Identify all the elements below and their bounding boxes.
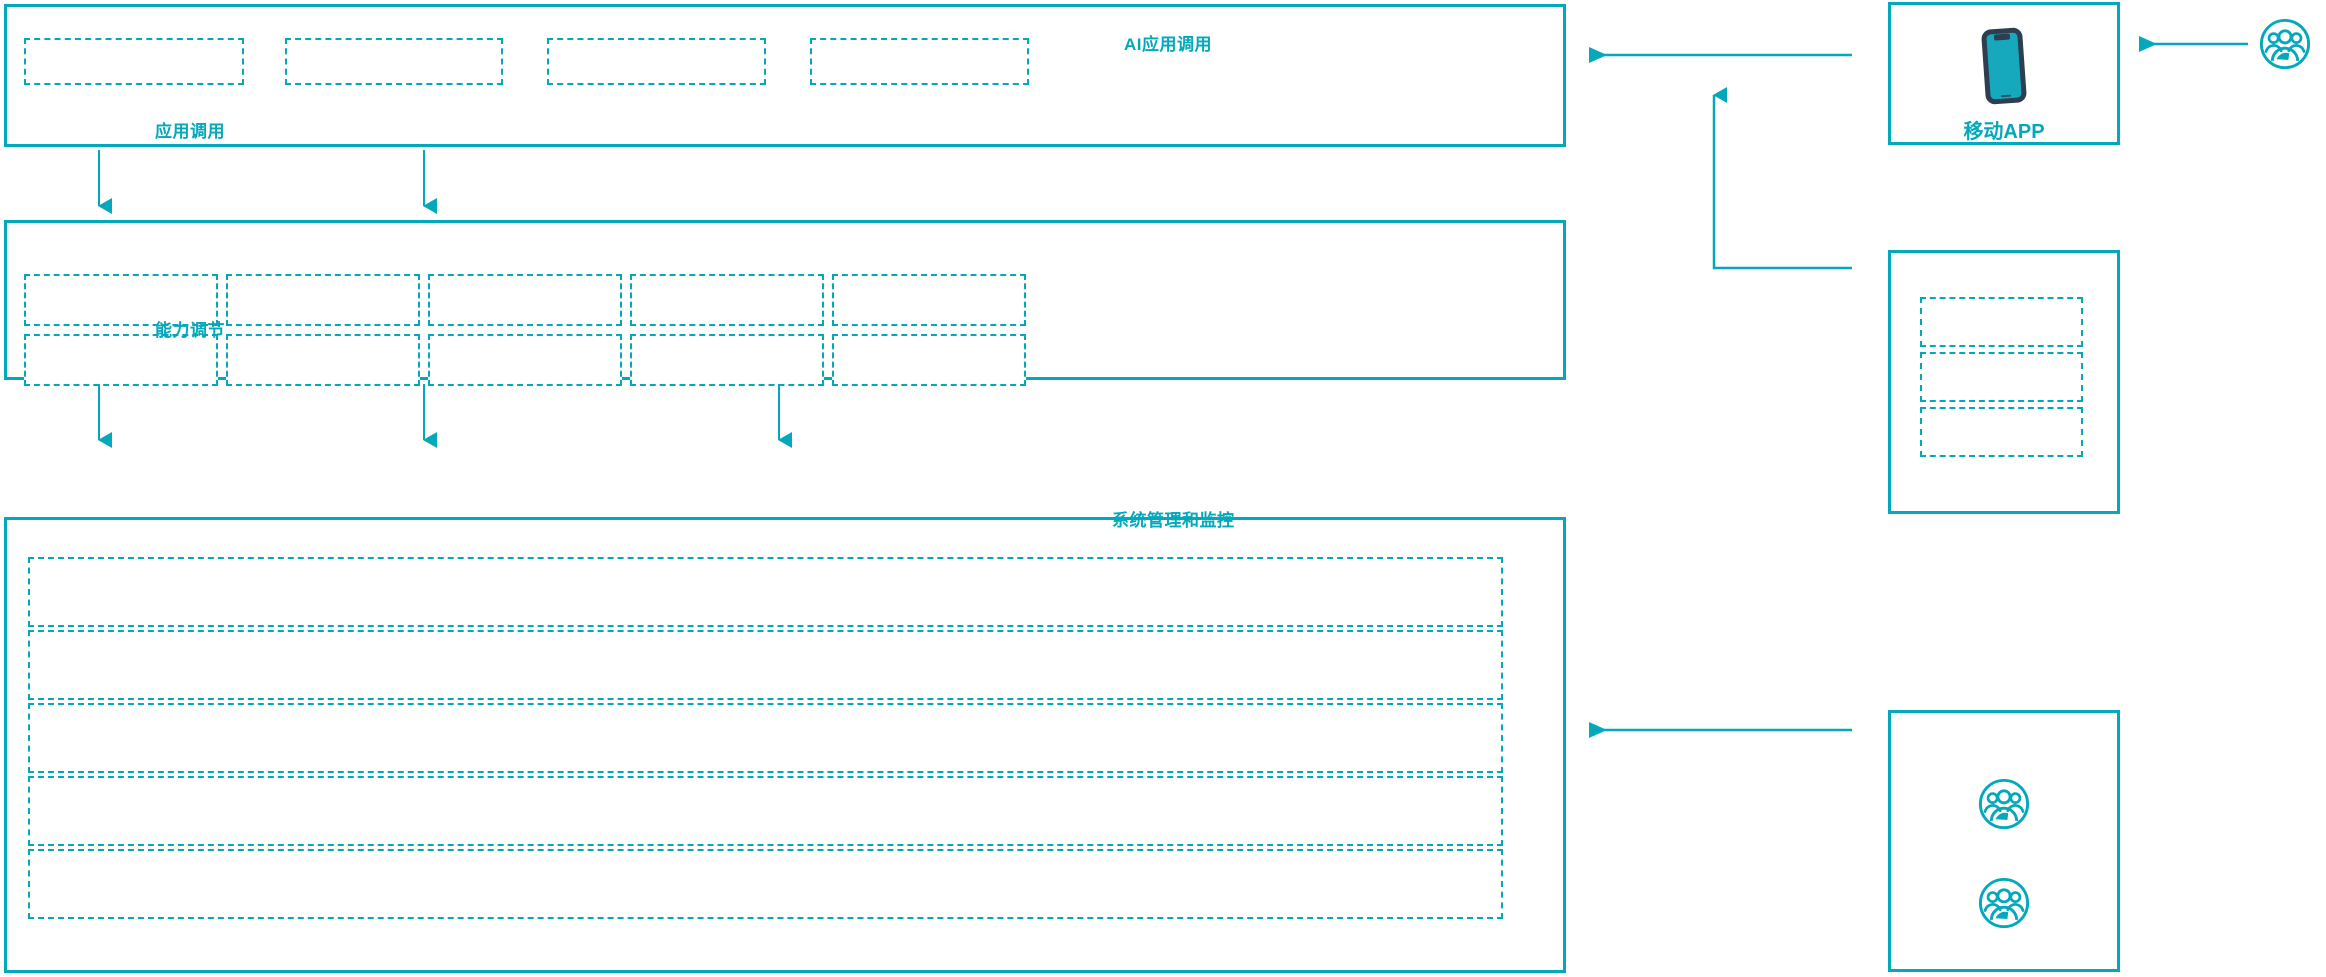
smartphone-icon	[1978, 27, 2030, 110]
capability-slot-6[interactable]	[24, 334, 218, 386]
connector-label-system-admin-monitor: 系统管理和监控	[1112, 511, 1235, 530]
connector-label-ai-app-invoke: AI应用调用	[1124, 35, 1212, 54]
application-slot-4[interactable]	[810, 38, 1029, 85]
capability-slot-4[interactable]	[630, 274, 824, 326]
capability-slot-5[interactable]	[832, 274, 1026, 326]
platform-row-4[interactable]	[28, 776, 1503, 846]
capability-slot-8[interactable]	[428, 334, 622, 386]
capability-slot-10[interactable]	[832, 334, 1026, 386]
mobile-app-caption: 移动APP	[1963, 121, 2045, 143]
user-group-icon	[2258, 17, 2312, 76]
operators-box	[1888, 710, 2120, 972]
application-slot-3[interactable]	[547, 38, 766, 85]
platform-row-2[interactable]	[28, 630, 1503, 700]
platform-row-5[interactable]	[28, 849, 1503, 919]
arrow-up-icon	[1712, 87, 1852, 270]
user-group-icon	[1977, 876, 2031, 935]
capability-slot-7[interactable]	[226, 334, 420, 386]
capability-slot-2[interactable]	[226, 274, 420, 326]
capability-slot-3[interactable]	[428, 274, 622, 326]
application-slot-1[interactable]	[24, 38, 244, 85]
connector-label-ability-adjust: 能力调节	[155, 321, 225, 340]
capability-slot-9[interactable]	[630, 334, 824, 386]
application-layer-panel	[4, 4, 1566, 147]
system-slot-1[interactable]	[1920, 297, 2083, 347]
platform-row-1[interactable]	[28, 557, 1503, 627]
connector-label-app-invoke: 应用调用	[155, 122, 225, 141]
capability-slot-1[interactable]	[24, 274, 218, 326]
user-group-icon	[1977, 777, 2031, 836]
system-slot-3[interactable]	[1920, 407, 2083, 457]
system-slot-2[interactable]	[1920, 352, 2083, 402]
application-slot-2[interactable]	[285, 38, 503, 85]
platform-row-3[interactable]	[28, 703, 1503, 773]
